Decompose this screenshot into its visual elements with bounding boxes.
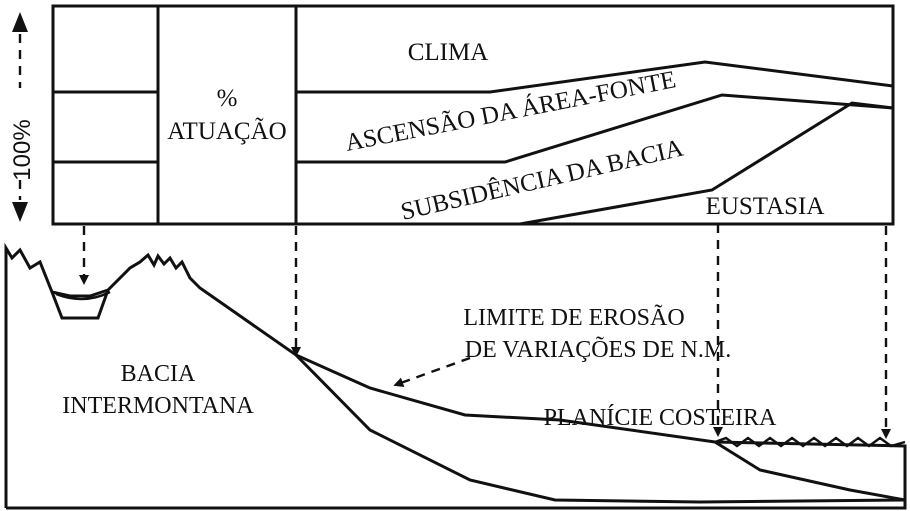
basin-water-line [55,290,111,301]
basin-label-line2: INTERMONTANA [62,393,254,419]
erosion-limit-line [294,353,906,504]
band-label-eustasia: EUSTASIA [706,193,825,220]
erosion-limit-pointer-arrow [393,356,471,388]
band-label-subsidencia: SUBSIDÊNCIA DA BACIA [398,134,686,226]
axis-arrow-down-icon [12,202,28,222]
sea-surface-wave-line [714,436,906,448]
coastal-erosion-line [714,440,906,502]
clima-boundary-line [296,60,894,94]
axis-label-100-percent: 100% [9,119,36,180]
projection-arrows [79,224,891,439]
erosion-limit-label-line1: LIMITE DE EROSÃO [463,305,684,331]
band-label-clima: CLIMA [408,39,489,66]
influence-chart-box: % ATUAÇÃO CLIMA ASCENSÃO DA ÁREA-FONTE S… [51,4,895,226]
atuacao-label: ATUAÇÃO [167,117,286,145]
intermontane-basin-pit [50,289,110,320]
erosion-limit-label-line2: DE VARIAÇÕES DE N.M. [465,336,731,363]
band-label-ascensao: ASCENSÃO DA ÁREA-FONTE [343,65,678,157]
chart-frame [51,4,895,226]
subsidencia-boundary-line [519,101,894,226]
percent-axis: 100% [9,12,36,222]
coastal-plain-label: PLANÍCIE COSTEIRA [544,405,777,431]
terrain-surface-line [4,242,907,510]
ascensao-boundary-line [296,93,894,164]
percent-header: % [217,85,238,112]
basin-label-line1: BACIA [121,361,196,387]
landscape-profile [4,242,907,510]
axis-arrow-up-icon [12,12,28,32]
